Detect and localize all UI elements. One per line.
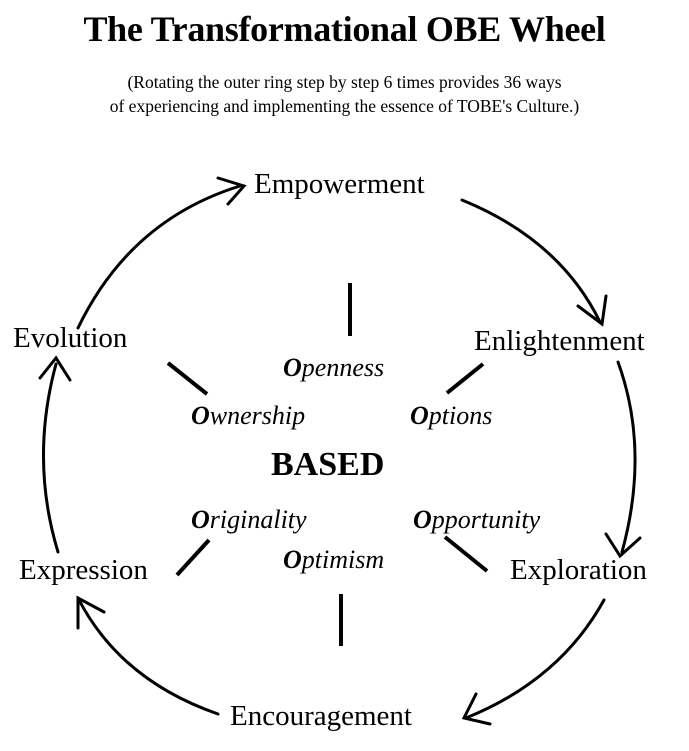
inner-label-options: Options (410, 401, 493, 430)
center-label: BASED (271, 446, 385, 483)
inner-label-opportunity: Opportunity (413, 505, 541, 534)
outer-label-expression: Expression (19, 554, 148, 586)
arrow-encouragement-to-expression (76, 596, 220, 716)
spoke-lower-right (443, 535, 489, 573)
arrow-evolution-to-empowerment (76, 184, 242, 330)
arrow-head-enlightenment (576, 294, 608, 327)
arrow-head-evolution (38, 355, 72, 382)
arrow-exploration-to-encouragement (464, 598, 606, 720)
inner-label-openness: Openness (283, 353, 385, 382)
outer-label-exploration: Exploration (510, 554, 647, 586)
spoke-upper-left (166, 361, 209, 396)
inner-initial: O (413, 505, 432, 534)
arrow-enlightenment-to-exploration (616, 360, 637, 554)
outer-label-encouragement: Encouragement (230, 700, 412, 732)
outer-label-enlightenment: Enlightenment (474, 325, 645, 357)
spoke-lower-left (175, 538, 211, 577)
inner-initial: O (410, 401, 429, 430)
outer-label-evolution: Evolution (13, 322, 128, 354)
spoke-upper-right (445, 362, 485, 395)
inner-initial: O (191, 505, 210, 534)
arrow-head-expression (76, 595, 106, 630)
arrow-expression-to-evolution (42, 362, 60, 554)
subtitle-line-2: of experiencing and implementing the ess… (109, 96, 580, 116)
outer-label-empowerment: Empowerment (254, 168, 425, 200)
inner-initial: O (283, 353, 302, 382)
arrow-head-empowerment (216, 176, 247, 206)
inner-label-originality: Originality (191, 505, 307, 534)
inner-initial: O (191, 401, 210, 430)
arrow-empowerment-to-enlightenment (460, 198, 602, 324)
inner-initial: O (283, 545, 302, 574)
inner-label-optimism: Optimism (283, 545, 385, 574)
arrow-head-exploration (604, 532, 642, 559)
diagram-title: The Transformational OBE Wheel (83, 9, 606, 49)
subtitle-line-1: (Rotating the outer ring step by step 6 … (127, 72, 562, 92)
diagram-subtitle: (Rotating the outer ring step by step 6 … (0, 70, 689, 118)
inner-label-ownership: Ownership (191, 401, 306, 430)
arrow-head-encouragement (461, 692, 492, 726)
